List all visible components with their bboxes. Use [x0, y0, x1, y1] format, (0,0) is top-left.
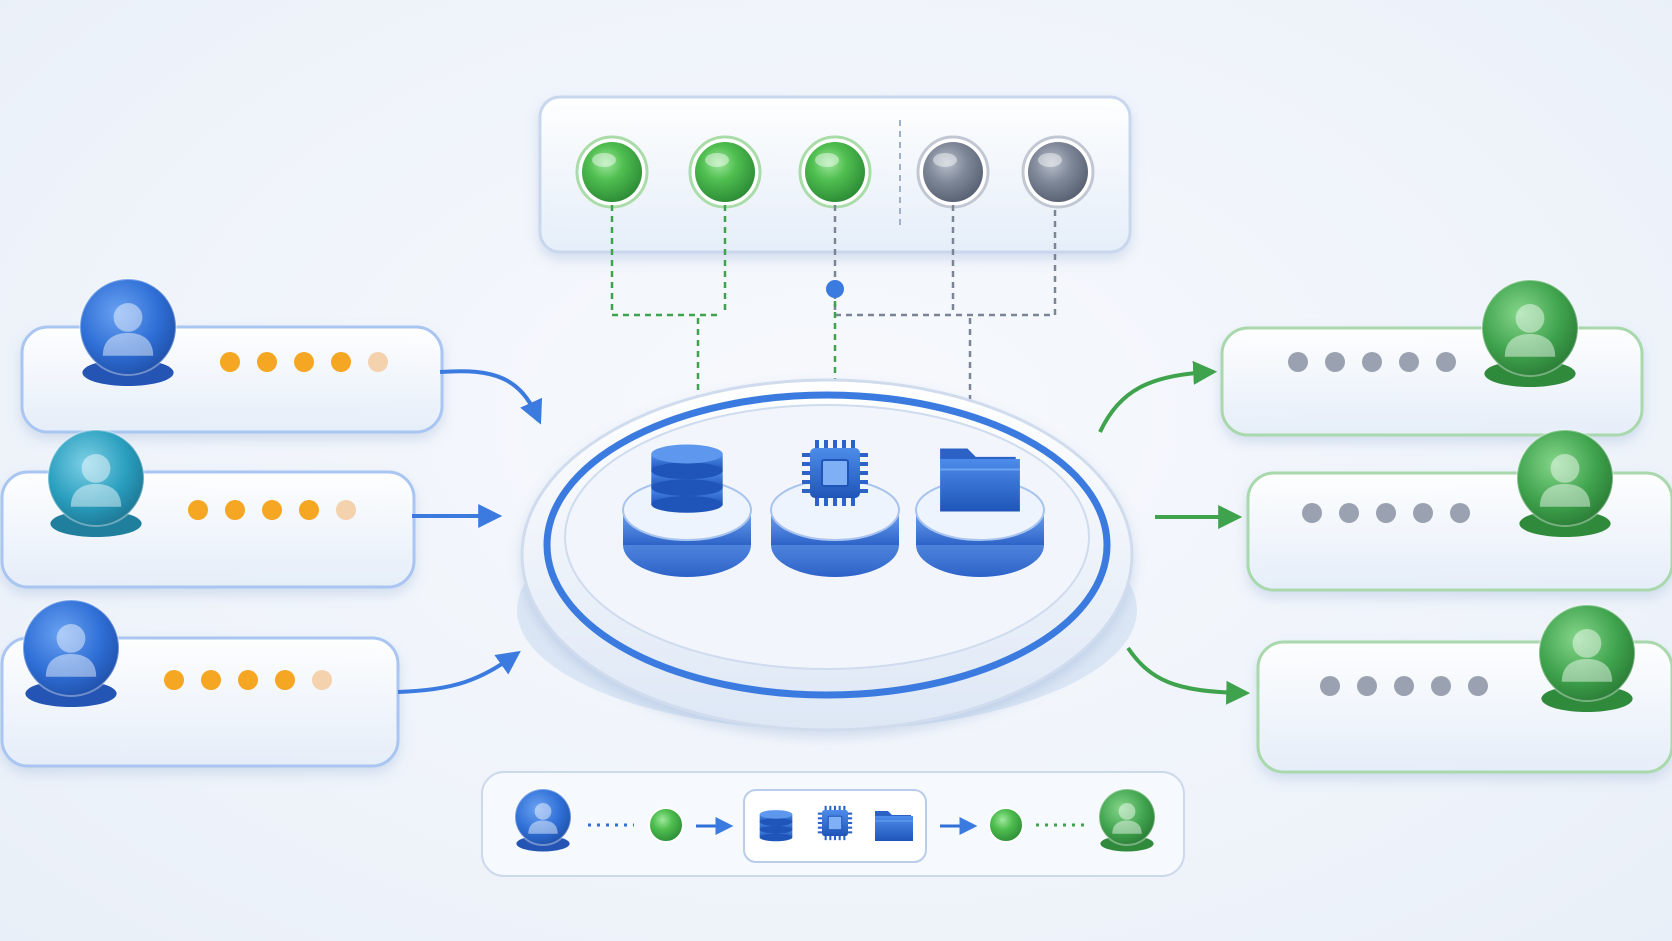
central-hub: [517, 378, 1137, 732]
progress-dots: [1302, 503, 1470, 523]
status-light-active: [575, 135, 649, 209]
status-light-inactive: [916, 135, 990, 209]
status-light-icon: [648, 807, 684, 843]
pedestal-cpu-chip: [770, 440, 900, 577]
status-light-icon: [988, 807, 1024, 843]
output-arrow-3: [1126, 646, 1251, 705]
progress-dots: [164, 670, 332, 690]
folder-icon: [940, 448, 1020, 512]
input-arrow-1: [439, 369, 543, 425]
legend-target-user-icon: [1098, 788, 1156, 852]
progress-dots: [1288, 352, 1456, 372]
user-avatar-icon: [47, 429, 145, 538]
user-avatar-icon: [1516, 429, 1614, 538]
progress-dots: [220, 352, 388, 372]
folder-icon: [875, 811, 913, 841]
output-arrows: [1098, 360, 1251, 705]
status-light-panel: [538, 95, 1132, 254]
user-avatar-icon: [1538, 604, 1636, 713]
legend-resource-group: [743, 789, 927, 863]
input-user-card: [20, 278, 444, 434]
input-arrow-3: [397, 650, 521, 694]
input-arrows: [397, 369, 543, 694]
status-light-inactive: [1021, 135, 1095, 209]
progress-dots: [1320, 676, 1488, 696]
legend-source-user-icon: [514, 788, 572, 852]
database-icon: [759, 810, 793, 842]
output-user-card: [1256, 604, 1672, 774]
progress-dots: [188, 500, 356, 520]
user-avatar-icon: [1481, 279, 1579, 388]
database-icon: [651, 444, 723, 513]
output-user-card: [1246, 429, 1672, 592]
user-avatar-icon: [79, 278, 177, 387]
input-user-card: [0, 599, 400, 768]
user-avatar-icon: [22, 599, 120, 708]
status-light-active: [688, 135, 762, 209]
input-user-card: [0, 429, 416, 589]
junction-node: [826, 280, 844, 298]
output-user-card: [1220, 279, 1644, 437]
legend-flow: [481, 771, 1185, 877]
output-arrow-1: [1098, 360, 1218, 433]
status-light-active: [798, 135, 872, 209]
cpu-chip-icon: [817, 805, 853, 841]
pedestal-database: [622, 444, 752, 577]
cpu-chip-icon: [802, 440, 868, 506]
pedestal-folder: [915, 448, 1045, 577]
